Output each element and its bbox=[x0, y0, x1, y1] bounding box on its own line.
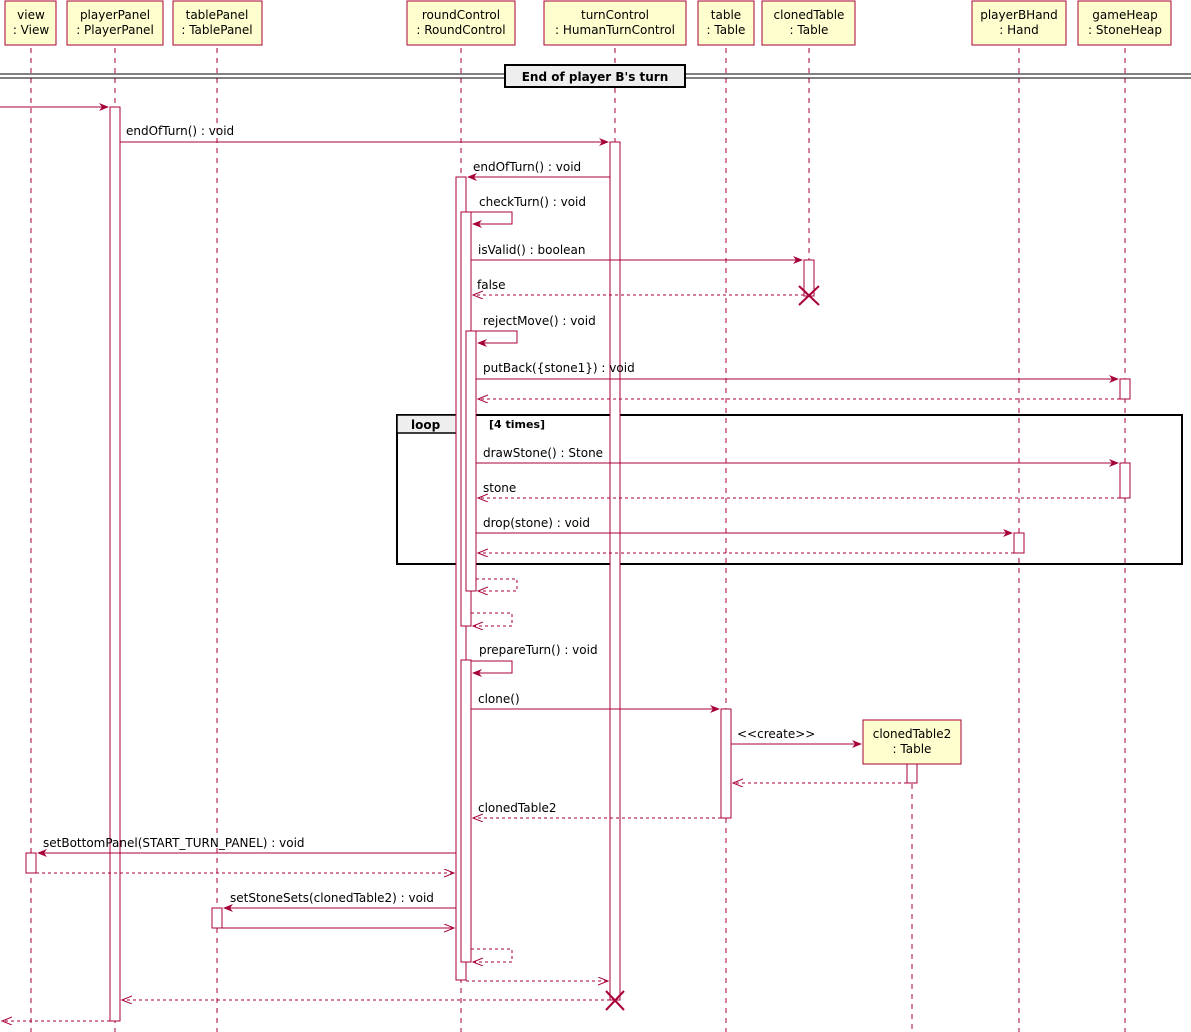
label-endOfTurn-panel: endOfTurn() : void bbox=[126, 124, 234, 138]
participant-clonedTable2-name: clonedTable2 bbox=[873, 727, 952, 741]
activation-clonedTable bbox=[803, 259, 815, 297]
participant-tablePanel: tablePanel : TablePanel bbox=[172, 0, 263, 46]
participant-playerPanel-name: playerPanel bbox=[80, 8, 150, 22]
participant-gameHeap-type: : StoneHeap bbox=[1088, 23, 1162, 37]
participant-turnControl-name: turnControl bbox=[581, 8, 649, 22]
messages bbox=[0, 103, 1120, 1021]
destroy-marks bbox=[605, 285, 820, 1011]
participant-turnControl-type: : HumanTurnControl bbox=[555, 23, 675, 37]
label-prepareTurn: prepareTurn() : void bbox=[479, 643, 598, 657]
participant-table-type: : Table bbox=[707, 23, 746, 37]
label-drawStone: drawStone() : Stone bbox=[483, 446, 603, 460]
destroy-clonedTable-icon bbox=[798, 285, 820, 306]
loop-condition: [4 times] bbox=[489, 418, 545, 431]
msg-prepareTurn-return bbox=[471, 948, 513, 962]
participants: view : View playerPanel : PlayerPanel ta… bbox=[4, 0, 1172, 765]
label-create: <<create>> bbox=[737, 727, 815, 741]
participant-clonedTable-name: clonedTable bbox=[774, 8, 845, 22]
msg-prepareTurn bbox=[471, 660, 513, 677]
label-drawStone-return: stone bbox=[483, 481, 516, 495]
participant-playerBHand-name: playerBHand bbox=[980, 8, 1058, 22]
participant-tablePanel-name: tablePanel bbox=[186, 8, 249, 22]
label-checkTurn: checkTurn() : void bbox=[479, 195, 586, 209]
label-clone: clone() bbox=[478, 692, 520, 706]
participant-clonedTable2-type: : Table bbox=[893, 742, 932, 756]
participant-gameHeap-name: gameHeap bbox=[1092, 8, 1157, 22]
divider-label: End of player B's turn bbox=[522, 70, 669, 84]
divider: End of player B's turn bbox=[0, 64, 1191, 88]
participant-turnControl: turnControl : HumanTurnControl bbox=[543, 0, 687, 46]
participant-table-name: table bbox=[711, 8, 741, 22]
participant-table: table : Table bbox=[697, 0, 755, 46]
loop-frame: loop [4 times] bbox=[396, 414, 1183, 565]
participant-gameHeap: gameHeap : StoneHeap bbox=[1077, 0, 1172, 46]
participant-clonedTable-type: : Table bbox=[790, 23, 829, 37]
participant-roundControl-type: : RoundControl bbox=[416, 23, 505, 37]
activation-gameHeap-putBack bbox=[1119, 378, 1131, 400]
activation-turnControl bbox=[609, 141, 621, 1001]
participant-clonedTable2: clonedTable2 : Table bbox=[862, 719, 962, 765]
participant-roundControl: roundControl : RoundControl bbox=[406, 0, 516, 46]
activation-clonedTable2 bbox=[906, 763, 918, 784]
msg-rejectMove-return bbox=[476, 578, 518, 591]
participant-clonedTable: clonedTable : Table bbox=[761, 0, 856, 46]
activation-gameHeap-drawStone bbox=[1119, 462, 1131, 499]
label-setStoneSets: setStoneSets(clonedTable2) : void bbox=[230, 891, 434, 905]
participant-playerPanel: playerPanel : PlayerPanel bbox=[66, 0, 164, 46]
loop-keyword: loop bbox=[411, 418, 441, 432]
label-setBottomPanel: setBottomPanel(START_TURN_PANEL) : void bbox=[43, 836, 305, 850]
label-drop: drop(stone) : void bbox=[483, 516, 590, 530]
msg-checkTurn-return bbox=[471, 612, 513, 626]
activations bbox=[25, 106, 1131, 1022]
participant-view-type: : View bbox=[13, 23, 50, 37]
activation-roundControl-prepareTurn bbox=[460, 659, 472, 963]
participant-view: view : View bbox=[4, 0, 57, 46]
label-isValid: isValid() : boolean bbox=[478, 243, 586, 257]
message-labels: endOfTurn() : void endOfTurn() : void ch… bbox=[43, 124, 815, 905]
participant-tablePanel-type: : TablePanel bbox=[181, 23, 252, 37]
label-putBack: putBack({stone1}) : void bbox=[483, 361, 635, 375]
activation-tablePanel bbox=[211, 907, 223, 929]
activation-table bbox=[720, 708, 732, 819]
participant-playerBHand-type: : Hand bbox=[999, 23, 1038, 37]
label-endOfTurn-round: endOfTurn() : void bbox=[473, 160, 581, 174]
msg-rejectMove bbox=[476, 330, 518, 347]
participant-roundControl-name: roundControl bbox=[422, 8, 500, 22]
activation-playerPanel bbox=[109, 106, 121, 1022]
activation-view bbox=[25, 852, 37, 874]
label-rejectMove: rejectMove() : void bbox=[483, 314, 596, 328]
participant-view-name: view bbox=[17, 8, 45, 22]
destroy-turnControl-icon bbox=[605, 990, 625, 1011]
activation-roundControl-rejectMove bbox=[465, 330, 477, 592]
activation-playerBHand bbox=[1013, 532, 1025, 554]
participant-playerPanel-type: : PlayerPanel bbox=[76, 23, 154, 37]
label-isValid-return: false bbox=[477, 278, 506, 292]
msg-checkTurn bbox=[471, 211, 513, 228]
participant-playerBHand: playerBHand : Hand bbox=[971, 0, 1067, 46]
label-clone-return: clonedTable2 bbox=[478, 801, 557, 815]
